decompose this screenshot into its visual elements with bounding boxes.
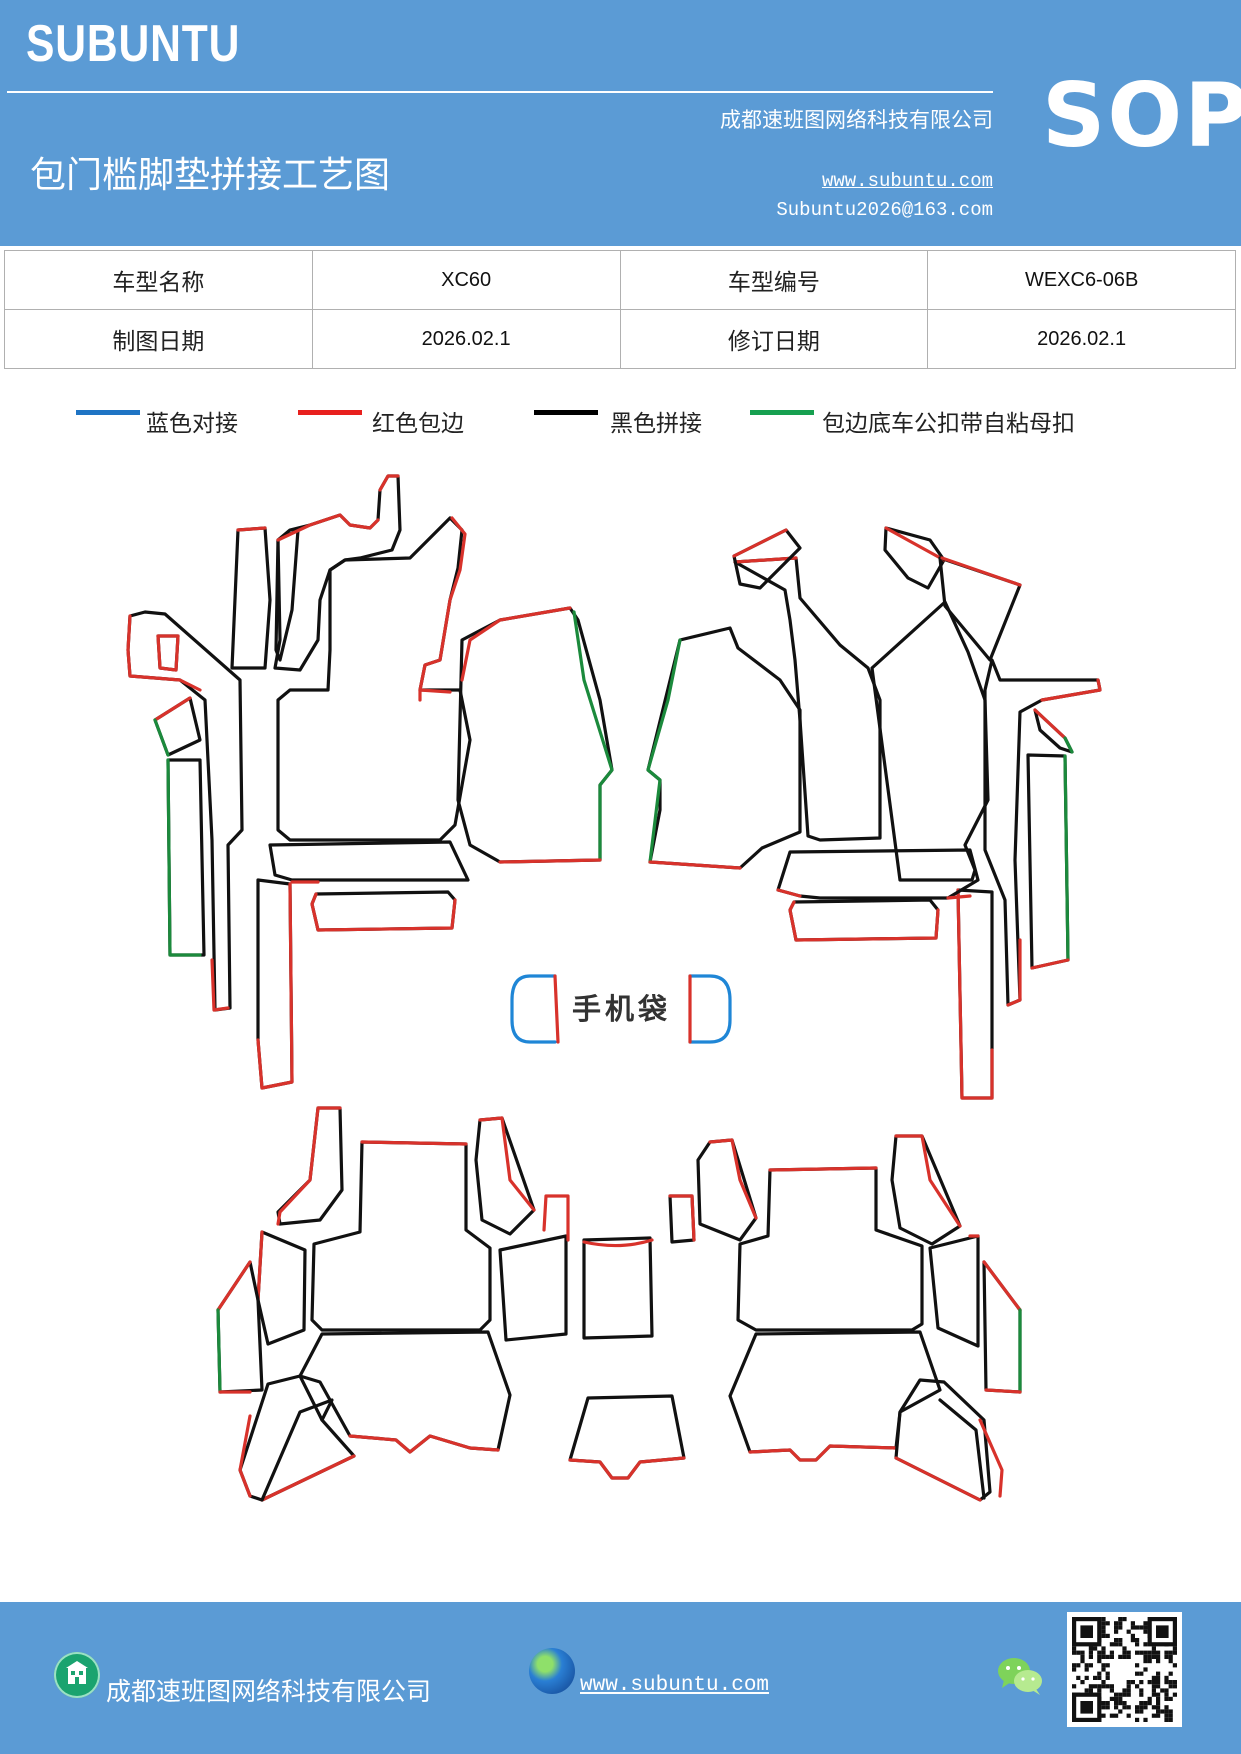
footer-banner: 成都速班图网络科技有限公司 www.subuntu.com xyxy=(0,1602,1241,1754)
legend-label-blue: 蓝色对接 xyxy=(146,411,238,437)
model-code-label: 车型编号 xyxy=(619,250,929,310)
model-name-value: XC60 xyxy=(311,250,621,310)
phone-pocket-label: 手机袋 xyxy=(572,992,672,1026)
legend-label-red: 红色包边 xyxy=(372,411,464,437)
building-icon xyxy=(54,1652,100,1698)
mat-layout-diagram xyxy=(126,474,1102,1502)
legend-label-black: 黑色拼接 xyxy=(610,411,702,437)
legend-swatch-black xyxy=(534,410,598,415)
legend-swatch-red xyxy=(298,410,362,415)
revision-date-label: 修订日期 xyxy=(619,309,929,369)
footer-company-name: 成都速班图网络科技有限公司 xyxy=(106,1677,432,1706)
model-code-value: WEXC6-06B xyxy=(927,250,1236,310)
revision-date-value: 2026.02.1 xyxy=(927,309,1236,369)
rear-right-mat-group xyxy=(668,1134,1022,1502)
sop-badge: SOP xyxy=(1042,64,1241,167)
wechat-icon[interactable] xyxy=(996,1654,1046,1702)
table-row: 车型名称 XC60 车型编号 WEXC6-06B xyxy=(4,250,1236,310)
header-email[interactable]: Subuntu2026@163.com xyxy=(776,199,993,221)
info-table: 车型名称 XC60 车型编号 WEXC6-06B 制图日期 2026.02.1 … xyxy=(4,250,1236,369)
brand-logo: SUBUNTU xyxy=(26,15,241,73)
legend: 蓝色对接 红色包边 黑色拼接 包边底车公扣带自粘母扣 xyxy=(0,396,1241,446)
document-title: 包门槛脚垫拼接工艺图 xyxy=(30,155,391,196)
header-company-name: 成都速班图网络科技有限公司 xyxy=(720,108,993,132)
draw-date-label: 制图日期 xyxy=(4,309,313,369)
legend-label-green: 包边底车公扣带自粘母扣 xyxy=(822,411,1075,437)
footer-website-link[interactable]: www.subuntu.com xyxy=(580,1674,770,1697)
qr-code xyxy=(1067,1612,1182,1727)
header-divider xyxy=(7,91,993,93)
globe-icon xyxy=(529,1648,575,1694)
right-front-mat-group xyxy=(646,526,1102,1100)
rear-left-mat-group xyxy=(216,1106,686,1502)
draw-date-value: 2026.02.1 xyxy=(311,309,621,369)
header-website-link[interactable]: www.subuntu.com xyxy=(821,170,993,192)
table-row: 制图日期 2026.02.1 修订日期 2026.02.1 xyxy=(4,309,1236,369)
phone-pocket-group xyxy=(510,974,732,1044)
model-name-label: 车型名称 xyxy=(4,250,313,310)
legend-swatch-blue xyxy=(76,410,140,415)
left-front-mat-group xyxy=(126,474,614,1090)
header-banner: SUBUNTU 包门槛脚垫拼接工艺图 成都速班图网络科技有限公司 www.sub… xyxy=(0,0,1241,246)
legend-swatch-green xyxy=(750,410,814,415)
